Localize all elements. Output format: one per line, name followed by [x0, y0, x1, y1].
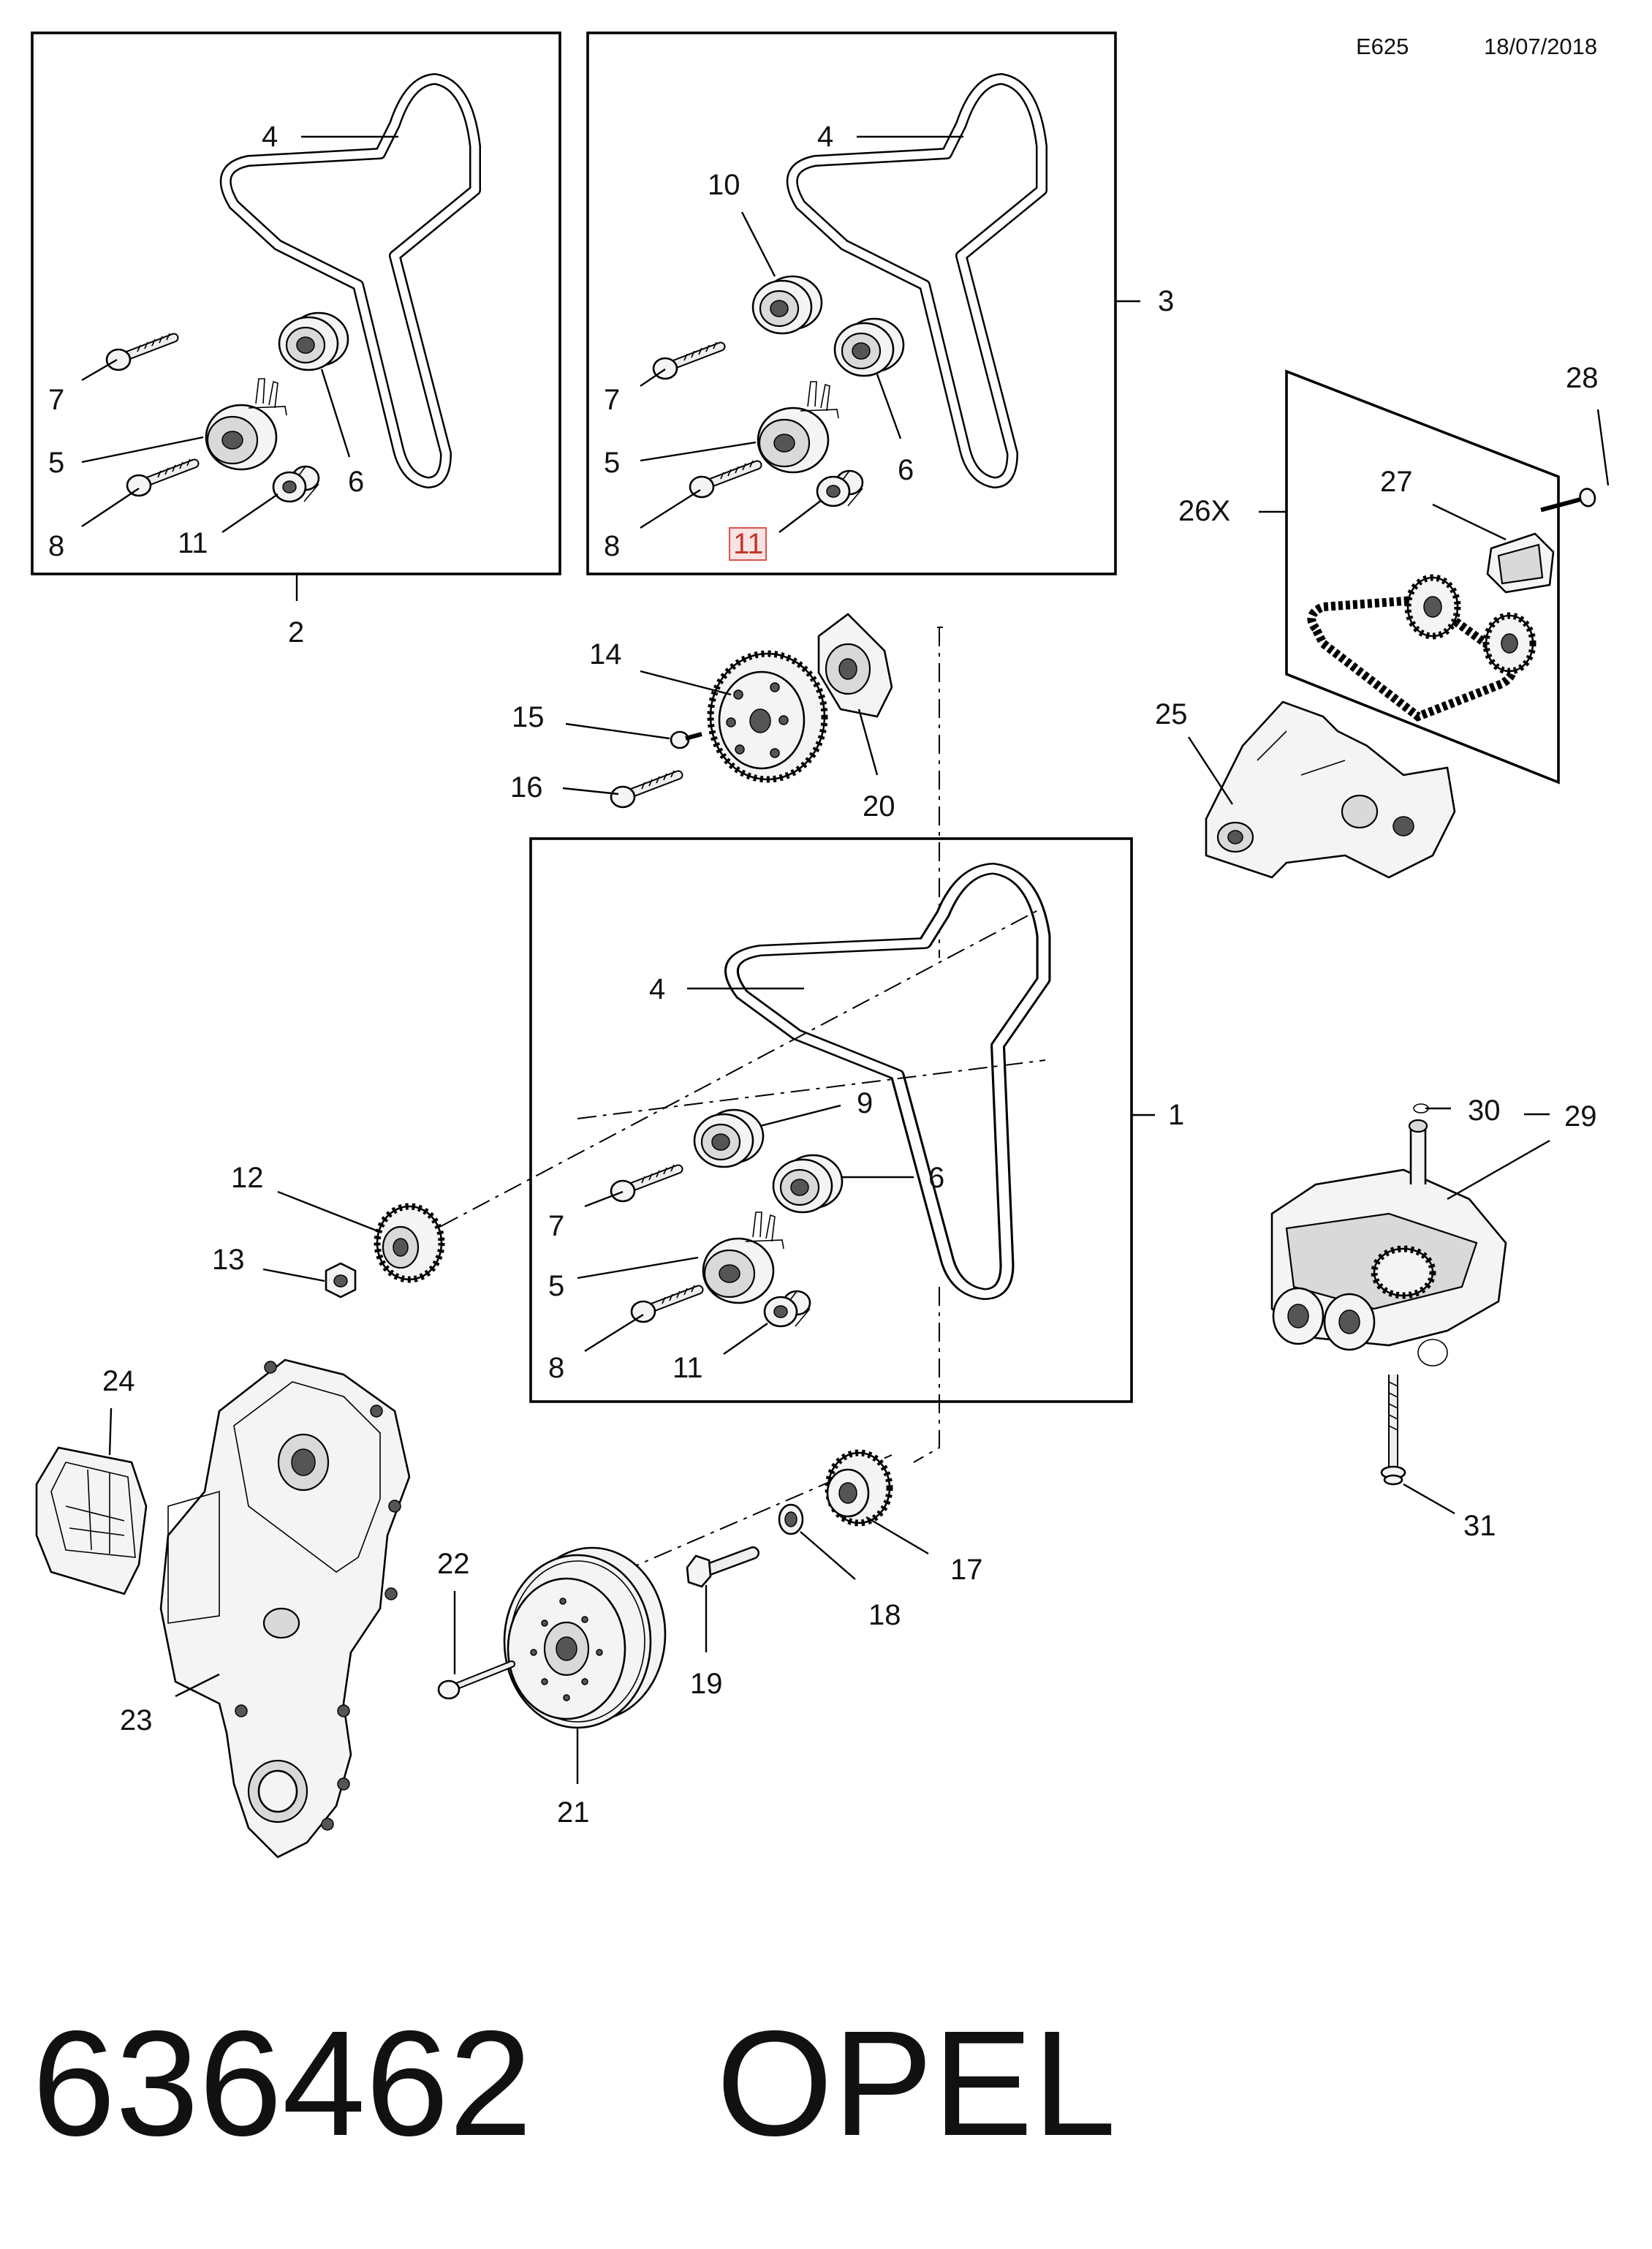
- callout-6: 6: [898, 454, 914, 486]
- highlight-box-11: [729, 527, 767, 561]
- callout-7: 7: [604, 384, 620, 416]
- washer-18: [778, 1503, 804, 1535]
- callout-26x: 26X: [1178, 495, 1230, 527]
- part-number: 636462: [32, 2000, 532, 2167]
- callout-8: 8: [604, 530, 620, 562]
- centerline-tensioner: [577, 1059, 1046, 1119]
- bolt-15: [670, 730, 702, 749]
- box-kit-1: 4 9 6 7 5 8 11 1: [529, 837, 1184, 1403]
- timing-belt-4-kit1: [724, 863, 1051, 1300]
- camshaft-sprocket-14: [707, 650, 828, 783]
- centerline-crank-lower: [913, 1287, 940, 1463]
- hub-20: [817, 613, 893, 718]
- chain-kit-26x: 26X 27 28: [1178, 362, 1610, 785]
- tensioner-5-kit1: [702, 1211, 785, 1304]
- crank-gear-17: [825, 1449, 893, 1527]
- sleeve-11-kit1: [763, 1290, 811, 1328]
- callout-4: 4: [262, 121, 278, 153]
- callout-11: 11: [178, 527, 208, 559]
- centerline-cam: [937, 627, 943, 958]
- chain-sprocket-b: [1482, 612, 1537, 675]
- callout-3: 3: [1158, 285, 1174, 317]
- callout-7: 7: [548, 1210, 564, 1242]
- roller-6-kit2: [278, 311, 349, 371]
- callout-2: 2: [288, 616, 304, 649]
- callout-13: 13: [212, 1244, 245, 1276]
- bolt-31: [1380, 1375, 1406, 1486]
- oil-pump-29: [1270, 1119, 1507, 1367]
- roller-10: [751, 275, 823, 335]
- callout-24: 24: [102, 1365, 135, 1397]
- centerline-crank-upper: [409, 910, 1039, 1244]
- callout-17: 17: [950, 1554, 983, 1586]
- rear-timing-cover-25: [1205, 700, 1456, 879]
- callout-4: 4: [649, 973, 665, 1005]
- callout-21: 21: [557, 1796, 590, 1829]
- callout-10: 10: [708, 169, 740, 201]
- box-kit-3: 4 10 6 5 7 8 11 3: [586, 31, 1174, 575]
- callout-25: 25: [1155, 698, 1188, 730]
- callout-27: 27: [1380, 466, 1413, 498]
- callout-11-highlighted[interactable]: 11: [733, 528, 764, 560]
- callout-8: 8: [548, 1352, 564, 1384]
- front-cover-23: [159, 1358, 411, 1859]
- tensioner-5-kit3: [757, 380, 840, 474]
- callout-4: 4: [817, 121, 833, 153]
- crank-sprocket-12: [374, 1203, 445, 1283]
- callout-5: 5: [48, 447, 64, 479]
- centerline-damper: [621, 1454, 893, 1573]
- brand-name: OPEL: [716, 2000, 1116, 2167]
- bolt-8-kit3: [690, 461, 757, 497]
- callout-18: 18: [868, 1599, 901, 1631]
- callout-11: 11: [672, 1352, 703, 1384]
- callout-5: 5: [604, 447, 620, 479]
- bolt-7-kit3: [653, 342, 721, 379]
- box-kit-2: 4 6 5 7 8 11 2: [31, 31, 561, 649]
- callout-1: 1: [1168, 1099, 1184, 1131]
- roller-6-kit1: [772, 1154, 844, 1214]
- callout-15: 15: [512, 701, 545, 733]
- sleeve-11-kit3: [816, 469, 864, 507]
- callout-8: 8: [48, 530, 64, 562]
- callout-14: 14: [589, 638, 622, 670]
- callout-12: 12: [231, 1162, 264, 1194]
- diagram-date: 18/07/2018: [1484, 34, 1597, 59]
- callout-29: 29: [1564, 1100, 1597, 1133]
- bolt-7-kit2: [107, 333, 174, 370]
- callout-23: 23: [120, 1704, 153, 1736]
- upper-cover-24: [35, 1446, 148, 1595]
- callout-6: 6: [928, 1162, 944, 1194]
- diagram-code: E625: [1356, 34, 1409, 59]
- callout-6: 6: [348, 466, 364, 498]
- callout-28: 28: [1566, 362, 1599, 394]
- bolt-19: [686, 1546, 759, 1588]
- callout-19: 19: [690, 1668, 723, 1700]
- callout-22: 22: [437, 1548, 470, 1580]
- circlip-30: [1413, 1103, 1429, 1114]
- callout-9: 9: [857, 1087, 873, 1119]
- bolt-28: [1540, 488, 1596, 513]
- chain-sprocket-a: [1404, 574, 1461, 640]
- callout-31: 31: [1463, 1510, 1496, 1542]
- callout-30: 30: [1468, 1095, 1501, 1127]
- sleeve-11-kit2: [272, 465, 320, 503]
- bolt-22: [437, 1660, 515, 1700]
- bolt-7-kit1: [611, 1165, 678, 1201]
- callout-20: 20: [863, 790, 895, 823]
- callout-16: 16: [510, 771, 543, 804]
- nut-13: [325, 1262, 357, 1299]
- bolt-16: [611, 771, 678, 807]
- roller-9: [693, 1108, 765, 1168]
- tensioner-5-kit2: [205, 377, 288, 471]
- roller-6-kit3: [833, 317, 905, 377]
- callout-5: 5: [548, 1270, 564, 1302]
- chain-tensioner-27: [1486, 532, 1555, 594]
- damper-pulley-21: [503, 1546, 667, 1729]
- callout-7: 7: [48, 384, 64, 416]
